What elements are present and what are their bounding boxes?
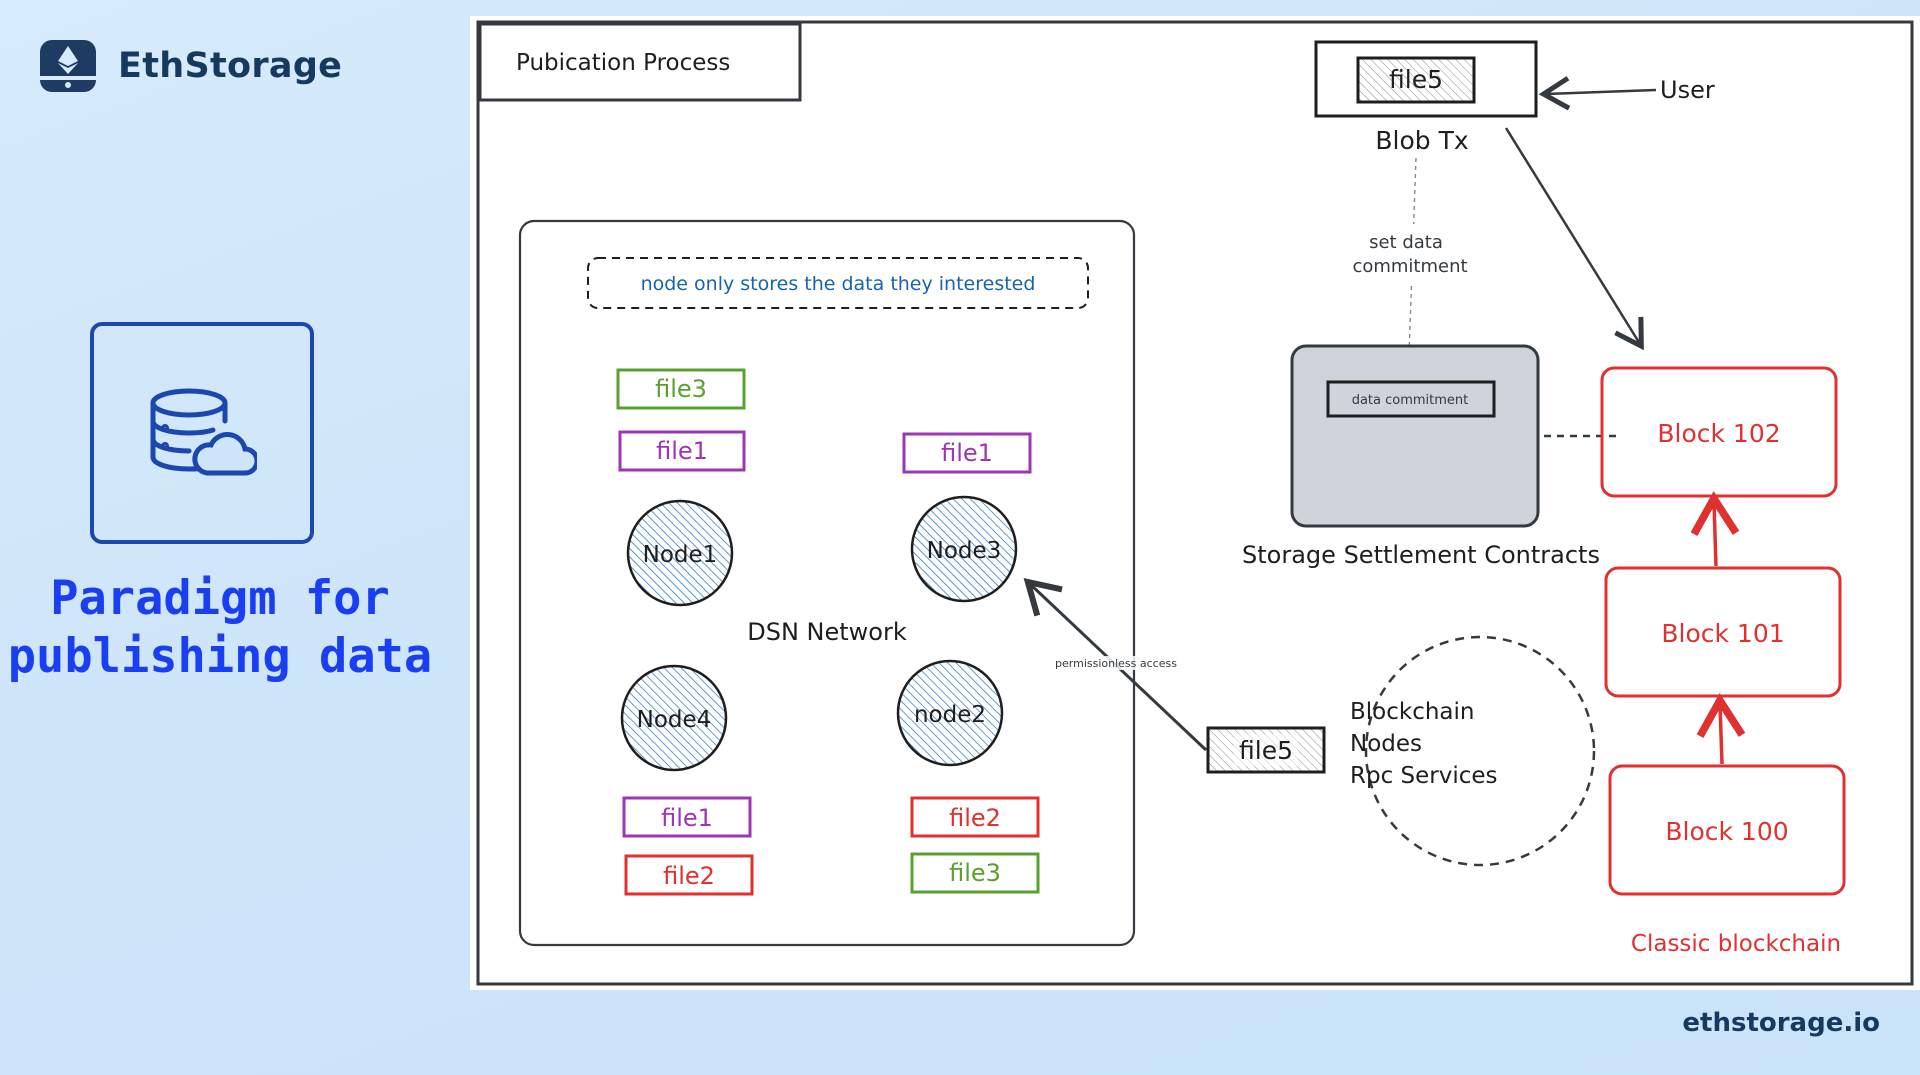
file-label: file1 (661, 804, 713, 832)
block-label: Block 100 (1665, 817, 1788, 846)
block-label: Block 102 (1657, 419, 1780, 448)
brand-header: EthStorage (36, 34, 342, 98)
file-label: file2 (949, 804, 1001, 832)
brand-name: EthStorage (118, 46, 343, 86)
file-box-n2-a (910, 796, 1040, 838)
blob-to-block-arrow (1504, 127, 1644, 351)
blob-tx-label: Blob Tx (1375, 126, 1468, 155)
file-label: file2 (663, 862, 715, 890)
user-label: User (1660, 76, 1715, 104)
page-headline: Paradigm for publishing data (0, 570, 470, 686)
data-commitment-box (1326, 380, 1496, 418)
diagram-title: Pubication Process (516, 50, 730, 76)
permissionless-label: permissionless access (1055, 657, 1177, 670)
diagram-panel: Pubication Process node only stores the … (470, 16, 1920, 990)
file-box-n1-mid (618, 430, 746, 472)
diagram-title-box: Pubication Process (478, 22, 802, 102)
publication-diagram: Pubication Process node only stores the … (476, 20, 1914, 986)
node-label: node2 (914, 702, 986, 728)
node-label: Node1 (643, 542, 718, 568)
rpc-line1: Blockchain (1350, 699, 1475, 725)
node-label: Node4 (637, 707, 712, 733)
set-commitment-line2: commitment (1352, 256, 1467, 277)
footer-url[interactable]: ethstorage.io (1682, 1008, 1880, 1038)
dsn-network-container (518, 219, 1136, 947)
rpc-line2: Nodes (1350, 731, 1422, 757)
block-label: Block 101 (1661, 619, 1784, 648)
file-box-n2-b (910, 852, 1040, 894)
eth-drive-icon (40, 40, 96, 92)
chain-arrow-101-102 (1690, 491, 1740, 567)
file-label: file1 (656, 437, 708, 465)
feature-icon-card (90, 322, 314, 544)
node-4: Node4 (620, 664, 728, 772)
file-box-n4-b (624, 854, 754, 896)
database-cloud-icon (150, 388, 257, 476)
file-box-n1-top (616, 368, 746, 410)
rpc-file-label-bg (1234, 734, 1298, 766)
dsn-network-label: DSN Network (747, 618, 907, 646)
set-commitment-bg (1350, 224, 1470, 286)
rpc-line3: Rpc Services (1350, 763, 1498, 789)
block-100 (1608, 764, 1846, 896)
headline-line-2: publishing data (7, 629, 433, 684)
file-box-n3-top (902, 432, 1032, 474)
file-label: file3 (949, 859, 1001, 887)
chain-arrow-100-101 (1696, 693, 1746, 765)
headline-line-1: Paradigm for (50, 571, 390, 626)
blob-tx-box (1314, 40, 1538, 118)
node-label: Node3 (927, 538, 1002, 564)
classic-blockchain-label: Classic blockchain (1631, 931, 1841, 957)
file-label: file3 (655, 375, 707, 403)
node-2: node2 (896, 659, 1004, 767)
node-3: Node3 (910, 495, 1018, 603)
node-1: Node1 (626, 499, 734, 607)
set-commitment-line1: set data (1369, 232, 1443, 253)
file-label: file5 (1239, 736, 1293, 765)
file-label: file5 (1389, 65, 1443, 94)
note-box (587, 257, 1089, 309)
rpc-services-circle (1364, 635, 1596, 867)
storage-contract-label: Storage Settlement Contracts (1242, 541, 1600, 569)
file-label: file1 (941, 439, 993, 467)
user-arrow (1538, 76, 1657, 111)
permissionless-bg (1050, 656, 1182, 670)
file-box-n4-a (622, 796, 752, 838)
user-file-box (1356, 56, 1476, 104)
data-commitment-label: data commitment (1352, 393, 1469, 408)
note-text: node only stores the data they intereste… (641, 273, 1036, 295)
storage-contract-box (1290, 344, 1540, 528)
